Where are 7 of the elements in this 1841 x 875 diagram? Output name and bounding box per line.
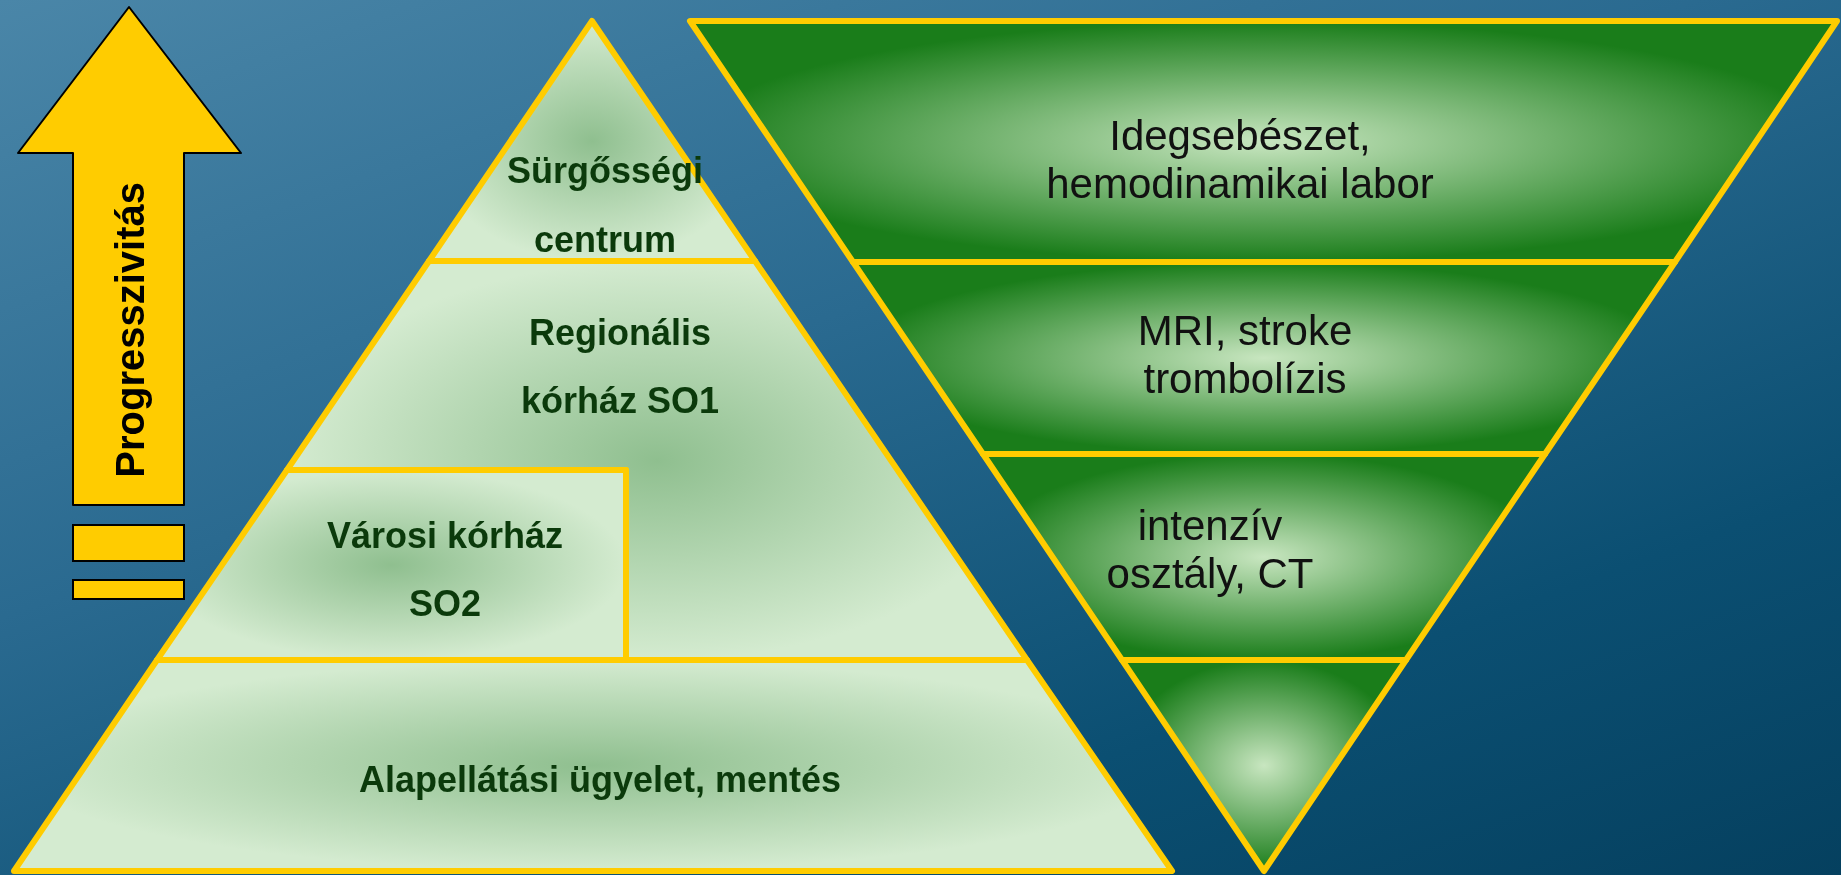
level-label: Idegsebészet, hemodinamikai labor [1045, 111, 1435, 209]
level-label: Városi kórház SO2 [325, 513, 565, 626]
level-label: Alapellátási ügyelet, mentés [358, 757, 842, 802]
arrow-label: Progresszivitás [107, 182, 153, 478]
level-label: MRI, stroke trombolízis [1136, 306, 1354, 404]
level-label: intenzív osztály, CT [1105, 501, 1315, 599]
level-label: Regionális kórház SO1 [519, 310, 721, 423]
